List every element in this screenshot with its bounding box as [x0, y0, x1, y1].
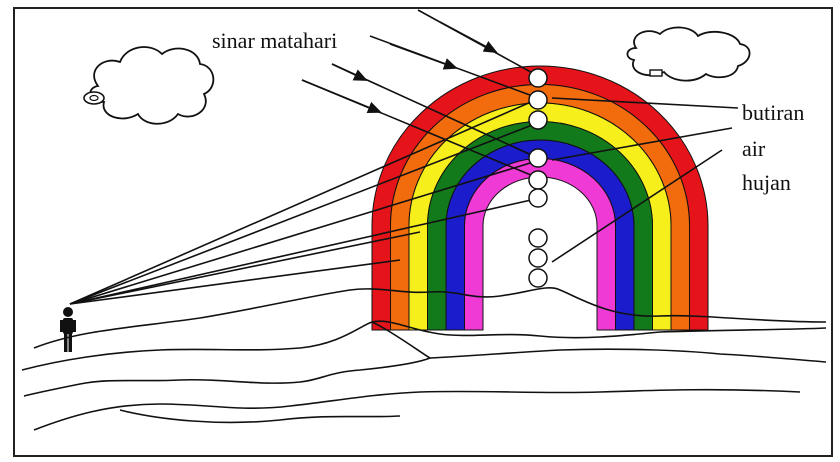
rain-droplets: [529, 69, 547, 287]
droplet-label-line3: hujan: [742, 170, 791, 195]
droplet-label-line2: air: [742, 136, 766, 161]
droplet-9: [529, 269, 547, 287]
droplet-7: [529, 229, 547, 247]
droplet-5: [529, 171, 547, 189]
droplet-1: [529, 69, 547, 87]
droplet-3: [529, 111, 547, 129]
droplet-2: [529, 91, 547, 109]
droplet-6: [529, 189, 547, 207]
cloud-right-icon: [627, 27, 749, 80]
cloud-right-tail: [650, 70, 662, 76]
cloud-right: [627, 27, 749, 80]
cloud-left-puff: [84, 92, 104, 104]
droplet-8: [529, 249, 547, 267]
droplet-label-line1: butiran: [742, 100, 804, 125]
sunlight-label: sinar matahari: [212, 28, 337, 53]
droplet-4: [529, 149, 547, 167]
